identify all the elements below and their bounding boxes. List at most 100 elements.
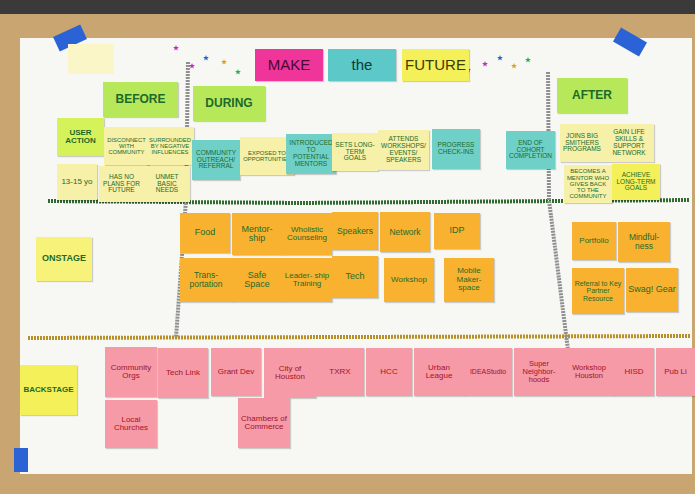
note-text: Workshop Houston bbox=[566, 364, 612, 380]
star-sticker bbox=[189, 63, 195, 68]
star-sticker bbox=[482, 61, 488, 66]
note-text: Tech Link bbox=[166, 369, 200, 377]
star-sticker bbox=[511, 63, 517, 68]
sticky-note: HAS NO PLANS FOR FUTURE bbox=[99, 166, 144, 202]
note-text: PROGRESS CHECK-INS bbox=[434, 142, 478, 156]
sticky-note: Safe Space bbox=[232, 258, 282, 302]
sticky-note: BEFORE bbox=[103, 82, 178, 117]
note-text: HISD bbox=[624, 368, 643, 376]
pipe-cleaner-dividers bbox=[28, 62, 690, 350]
star-sticker bbox=[221, 59, 227, 64]
sticky-note: Grant Dev bbox=[211, 348, 261, 396]
sticky-note: IDP bbox=[434, 213, 480, 249]
sticky-note: PROGRESS CHECK-INS bbox=[432, 129, 480, 169]
note-text: Food bbox=[195, 228, 216, 237]
sticky-note: Local Churches bbox=[105, 400, 157, 448]
note-text: USER ACTION bbox=[59, 129, 102, 146]
sticky-note: Super Neighbor- hoods bbox=[514, 348, 564, 396]
note-text: Mobile Maker- space bbox=[446, 267, 492, 292]
note-text: BEFORE bbox=[115, 93, 165, 106]
sticky-note: MAKE bbox=[255, 49, 323, 81]
sticky-note: HISD bbox=[614, 348, 654, 396]
sticky-note: INTRODUCED TO POTENTIAL MENTORS bbox=[286, 134, 336, 174]
note-text: Local Churches bbox=[107, 416, 155, 433]
poster-sheet bbox=[20, 38, 692, 474]
sticky-note: UNMET BASIC NEEDS bbox=[144, 166, 190, 202]
sticky-note: Portfolio bbox=[572, 222, 616, 260]
table-edge bbox=[0, 0, 695, 14]
note-text: INTRODUCED TO POTENTIAL MENTORS bbox=[288, 140, 334, 167]
note-text: Swag! Gear bbox=[628, 285, 676, 294]
note-text: Speakers bbox=[337, 227, 373, 236]
note-text: Mentor- ship bbox=[234, 225, 280, 244]
pipe-cleaner bbox=[548, 72, 568, 350]
note-text: Community Orgs bbox=[107, 364, 155, 381]
note-text: Wholistic Counseling bbox=[284, 226, 330, 243]
sticky-note: BACKSTAGE bbox=[20, 365, 77, 415]
note-text: AFTER bbox=[572, 89, 612, 102]
note-text: City of Houston bbox=[266, 365, 314, 382]
note-text: IDEAStudio bbox=[470, 368, 506, 375]
note-text: HAS NO PLANS FOR FUTURE bbox=[101, 174, 142, 194]
note-text: COMMUNITY OUTREACH/ REFERRAL bbox=[194, 150, 238, 170]
note-text: BECOMES A MENTOR WHO GIVES BACK TO THE C… bbox=[566, 168, 610, 199]
note-text: GAIN LIFE SKILLS & SUPPORT NETWORK bbox=[606, 129, 652, 156]
note-text: SURROUNDED BY NEGATIVE INFLUENCES bbox=[148, 137, 192, 155]
sticky-note: SETS LONG-TERM GOALS bbox=[332, 133, 378, 171]
sticky-note: Pub Li bbox=[656, 348, 695, 396]
sticky-note: TXRX bbox=[316, 348, 364, 396]
pipe-cleaner bbox=[28, 336, 690, 338]
sticky-note: Community Orgs bbox=[105, 347, 157, 397]
note-text: EXPOSED TO OPPORTUNITIES bbox=[242, 150, 292, 162]
sticky-note: GAIN LIFE SKILLS & SUPPORT NETWORK bbox=[604, 124, 654, 162]
sticky-note: COMMUNITY OUTREACH/ REFERRAL bbox=[192, 140, 240, 180]
sticky-note: HCC bbox=[366, 348, 412, 396]
sticky-note: DURING bbox=[193, 86, 265, 121]
sticky-note: JOINS BIG SMITHERS PROGRAMS bbox=[560, 124, 604, 162]
note-text: the bbox=[352, 57, 373, 73]
sticky-note: END OF COHORT COMPLETION bbox=[506, 131, 555, 169]
sticky-note: Mobile Maker- space bbox=[444, 258, 494, 302]
sticky-note: Referral to Key Partner Resource bbox=[572, 268, 624, 314]
note-text: Super Neighbor- hoods bbox=[516, 360, 562, 384]
sticky-note: ONSTAGE bbox=[36, 237, 92, 281]
note-text: ACHIEVE LONG-TERM GOALS bbox=[614, 172, 658, 192]
note-text: Referral to Key Partner Resource bbox=[574, 280, 622, 302]
sticky-note: the bbox=[328, 49, 396, 81]
sticky-note: Swag! Gear bbox=[626, 268, 678, 312]
sticky-note: USER ACTION bbox=[57, 118, 104, 156]
star-sticker bbox=[173, 45, 179, 50]
sticky-note: Chambers of Commerce bbox=[238, 398, 290, 448]
note-text: SETS LONG-TERM GOALS bbox=[334, 142, 376, 162]
note-text: Safe Space bbox=[234, 271, 280, 290]
note-text: FUTURE bbox=[405, 57, 466, 73]
sticky-note: Tech bbox=[332, 256, 378, 298]
sticky-note: 13-15 yo bbox=[57, 164, 97, 200]
note-text: DISCONNECT WITH COMMUNITY bbox=[106, 137, 147, 155]
sticky-note: ATTENDS WORKSHOPS/ EVENTS/ SPEAKERS bbox=[378, 130, 429, 170]
note-text: Chambers of Commerce bbox=[240, 415, 288, 432]
sticky-note: Urban League bbox=[414, 348, 464, 396]
sticky-note: Food bbox=[180, 213, 230, 253]
note-text: Leader- ship Training bbox=[284, 272, 330, 289]
blue-tape bbox=[613, 28, 647, 57]
blue-tape bbox=[14, 448, 28, 472]
note-text: 13-15 yo bbox=[61, 178, 92, 186]
sticky-note: Workshop Houston bbox=[564, 348, 614, 396]
sticky-note: Leader- ship Training bbox=[282, 258, 332, 302]
note-text: END OF COHORT COMPLETION bbox=[508, 140, 553, 160]
star-sticker bbox=[235, 69, 241, 74]
sticky-note: IDEAStudio bbox=[464, 348, 512, 396]
note-text: Workshop bbox=[391, 276, 427, 284]
sticky-note: ACHIEVE LONG-TERM GOALS bbox=[612, 164, 660, 200]
sticky-note: SURROUNDED BY NEGATIVE INFLUENCES bbox=[146, 127, 194, 165]
sticky-note: Network bbox=[380, 212, 430, 252]
note-text: UNMET BASIC NEEDS bbox=[146, 174, 188, 194]
blank-sticky-note bbox=[68, 44, 114, 74]
sticky-note: Speakers bbox=[332, 212, 378, 250]
note-text: Trans- portation bbox=[182, 271, 230, 289]
sticky-note: Mindful- ness bbox=[618, 222, 670, 262]
note-text: IDP bbox=[449, 226, 464, 235]
